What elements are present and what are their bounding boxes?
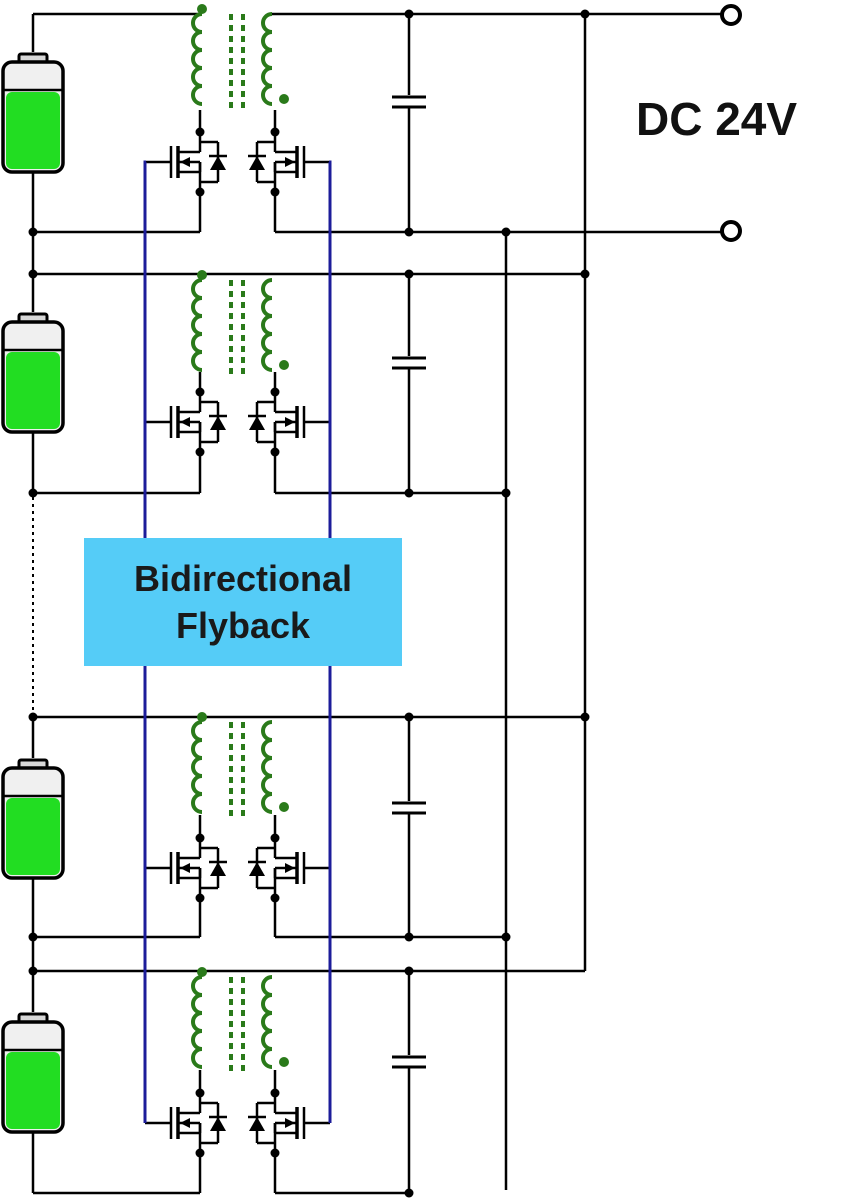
cell-module-3 bbox=[1, 710, 590, 976]
secondary-mosfet-icon bbox=[246, 1086, 332, 1160]
bidirectional-flyback-block: Bidirectional Flyback bbox=[84, 538, 402, 666]
transformer-icon bbox=[191, 2, 291, 111]
transformer-icon bbox=[191, 965, 291, 1074]
primary-mosfet-icon bbox=[143, 831, 229, 905]
block-label-line1: Bidirectional bbox=[133, 558, 353, 599]
cell-module-2 bbox=[1, 268, 511, 498]
block-label-line2: Flyback bbox=[175, 605, 311, 646]
cell-module-4 bbox=[1, 965, 428, 1198]
primary-mosfet-icon bbox=[143, 385, 229, 459]
capacitor-icon bbox=[390, 356, 428, 370]
output-terminal-positive[interactable] bbox=[720, 4, 742, 26]
battery-icon bbox=[1, 1012, 65, 1134]
cell-module-1 bbox=[1, 2, 590, 279]
output-terminal-negative[interactable] bbox=[720, 220, 742, 242]
primary-mosfet-icon bbox=[143, 1086, 229, 1160]
transformer-icon bbox=[191, 710, 291, 819]
battery-icon bbox=[1, 312, 65, 434]
capacitor-icon bbox=[390, 801, 428, 815]
secondary-mosfet-icon bbox=[246, 125, 332, 199]
output-rails bbox=[272, 12, 722, 1190]
output-voltage-label: DC 24V bbox=[636, 93, 798, 145]
secondary-mosfet-icon bbox=[246, 385, 332, 459]
secondary-mosfet-icon bbox=[246, 831, 332, 905]
capacitor-icon bbox=[390, 1055, 428, 1069]
battery-icon bbox=[1, 758, 65, 880]
primary-mosfet-icon bbox=[143, 125, 229, 199]
battery-icon bbox=[1, 52, 65, 174]
capacitor-icon bbox=[390, 95, 428, 109]
transformer-icon bbox=[191, 268, 291, 377]
gate-control-wires bbox=[143, 160, 332, 1123]
